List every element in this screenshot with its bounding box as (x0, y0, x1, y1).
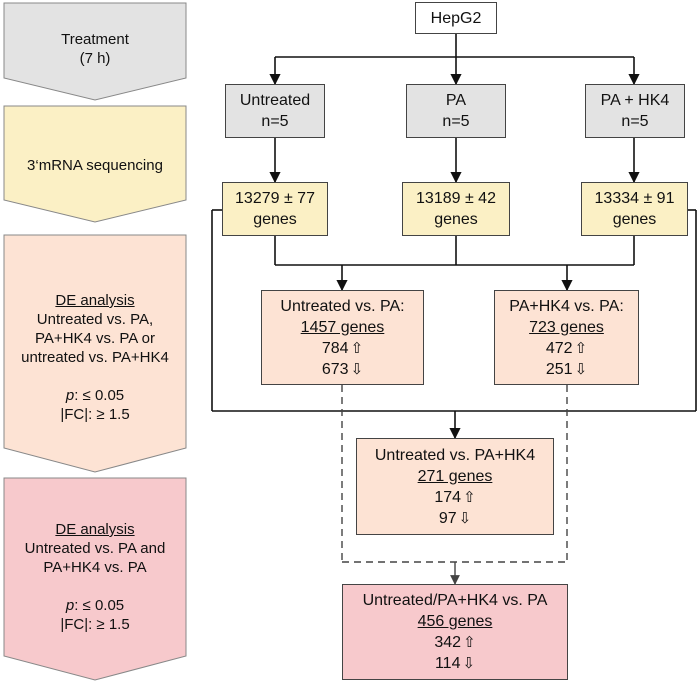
comparison-untreated-vs-pahk4: Untreated vs. PA+HK4 271 genes 174⇧ 97⇩ (356, 438, 554, 535)
up-arrow-icon: ⇧ (574, 339, 588, 357)
comparison-down: 251⇩ (545, 360, 588, 378)
down-arrow-icon: ⇩ (350, 360, 364, 378)
step-de2-line1: Untreated vs. PA and (24, 540, 166, 557)
comparison-total: 723 genes (529, 318, 604, 336)
group-pa-n: n=5 (442, 113, 470, 130)
comparison-down: 114⇩ (434, 655, 476, 672)
step-de1-title: DE analysis (55, 292, 135, 309)
group-pa-hk4-n: n=5 (621, 113, 649, 130)
step-de1-shape (3, 234, 187, 473)
comparison-down: 673⇩ (321, 360, 364, 378)
comparison-title: PA+HK4 vs. PA: (509, 297, 624, 315)
comparison-title: Untreated vs. PA+HK4 (374, 446, 536, 464)
comparison-total: 271 genes (417, 467, 493, 485)
step-de2-title: DE analysis (55, 521, 135, 538)
group-pa-name: PA (445, 92, 467, 109)
comparison-title: Untreated vs. PA: (280, 297, 405, 315)
comparison-untreated-vs-pa: Untreated vs. PA: 1457 genes 784⇧ 673⇩ (261, 290, 424, 385)
comparison-down: 97⇩ (438, 509, 472, 527)
step-sequencing: 3‘mRNA sequencing (4, 120, 186, 210)
group-pa: PA n=5 (406, 84, 506, 138)
group-untreated-n: n=5 (261, 113, 289, 130)
group-untreated: Untreated n=5 (225, 84, 325, 138)
step-de1-line2: PA+HK4 vs. PA or (35, 330, 155, 347)
step-de1-fc: |FC|: ≥ 1.5 (60, 406, 130, 423)
comparison-pahk4-vs-pa: PA+HK4 vs. PA: 723 genes 472⇧ 251⇩ (494, 290, 639, 385)
group-pa-hk4: PA + HK4 n=5 (585, 84, 685, 138)
step-de2-fc: |FC|: ≥ 1.5 (60, 616, 130, 633)
step-de-analysis-2: DE analysis Untreated vs. PA and PA+HK4 … (4, 514, 186, 654)
comparison-title: Untreated/PA+HK4 vs. PA (362, 592, 548, 609)
step-treatment: Treatment (7 h) (4, 14, 186, 84)
up-arrow-icon: ⇧ (350, 339, 364, 357)
step-de2-shape (3, 477, 187, 681)
comparison-up: 342⇧ (434, 634, 476, 651)
gene-count-pa-hk4: 13334 ± 91 genes (581, 182, 688, 236)
down-arrow-icon: ⇩ (458, 509, 472, 527)
comparison-up: 174⇧ (434, 488, 476, 506)
step-de1-line3: untreated vs. PA+HK4 (21, 349, 169, 366)
down-arrow-icon: ⇩ (574, 360, 588, 378)
comparison-total: 1457 genes (300, 318, 385, 336)
step-de2-pvalue: p: ≤ 0.05 (65, 597, 125, 614)
step-sequencing-shape (3, 105, 187, 223)
step-sequencing-label: 3‘mRNA sequencing (27, 156, 163, 174)
group-untreated-name: Untreated (239, 92, 311, 109)
group-pa-hk4-name: PA + HK4 (600, 92, 670, 109)
root-hepg2: HepG2 (415, 2, 497, 34)
step-treatment-label: Treatment (61, 31, 129, 48)
step-de1-pvalue: p: ≤ 0.05 (65, 387, 125, 404)
comparison-total: 456 genes (417, 613, 493, 630)
step-de-analysis-1: DE analysis Untreated vs. PA, PA+HK4 vs.… (4, 285, 186, 445)
comparison-final: Untreated/PA+HK4 vs. PA 456 genes 342⇧ 1… (342, 584, 568, 680)
up-arrow-icon: ⇧ (463, 634, 476, 651)
step-treatment-shape (3, 2, 187, 101)
step-de2-line2: PA+HK4 vs. PA (43, 559, 147, 576)
gene-count-untreated: 13279 ± 77 genes (222, 182, 328, 236)
comparison-up: 472⇧ (545, 339, 588, 357)
down-arrow-icon: ⇩ (462, 655, 476, 672)
step-treatment-duration: (7 h) (79, 50, 111, 67)
step-de1-line1: Untreated vs. PA, (36, 311, 154, 328)
up-arrow-icon: ⇧ (463, 488, 476, 506)
gene-count-pa: 13189 ± 42 genes (402, 182, 510, 236)
comparison-up: 784⇧ (321, 339, 364, 357)
